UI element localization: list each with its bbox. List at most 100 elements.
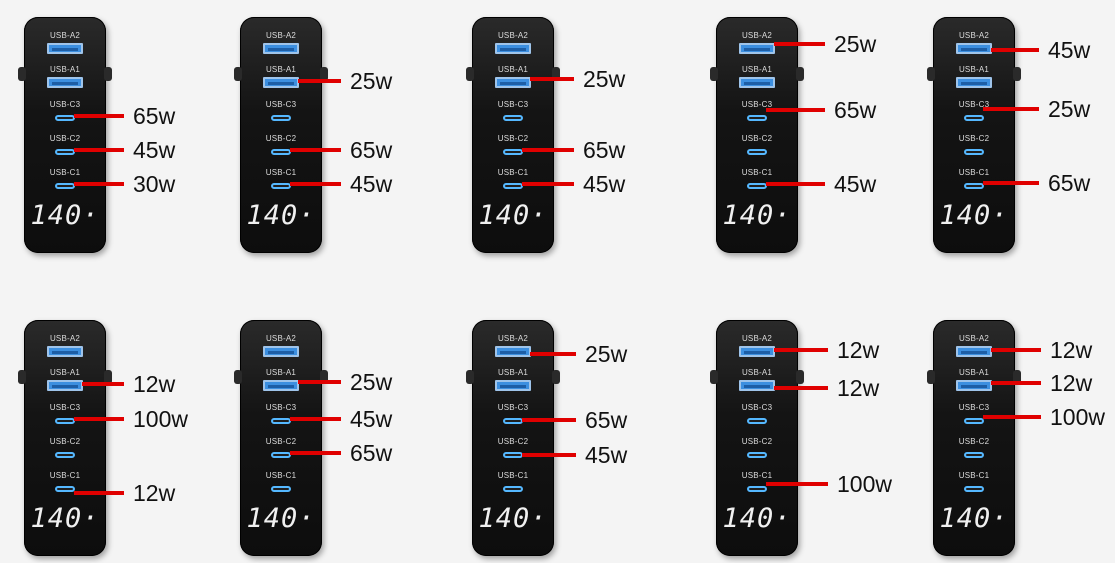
port-label: USB-C3 (958, 100, 990, 109)
wattage-display: 140· (939, 503, 1009, 534)
charger-side-tab (1013, 370, 1021, 384)
charger-side-tab (320, 370, 328, 384)
port-label: USB-C2 (265, 437, 297, 446)
wattage-label: 12w (1050, 337, 1093, 363)
usb-c-port (747, 183, 767, 189)
charger-side-tab (796, 67, 804, 81)
wattage-display: 140· (478, 200, 548, 231)
charger-side-tab (927, 370, 935, 384)
wattage-display: 140· (722, 200, 792, 231)
pointer-line (991, 381, 1041, 385)
wattage-label: 12w (133, 480, 176, 506)
pointer-line (290, 148, 341, 152)
charger-side-tab (552, 67, 560, 81)
port-label: USB-A1 (741, 368, 773, 377)
usb-c-port (55, 115, 75, 121)
port-label: USB-A2 (49, 31, 81, 40)
usb-c-port (503, 183, 523, 189)
usb-c-port (747, 452, 767, 458)
usb-a-port (263, 77, 299, 88)
usb-a-port (495, 43, 531, 54)
charger-side-tab (18, 67, 26, 81)
usb-c-port (747, 149, 767, 155)
port-label: USB-C3 (497, 403, 529, 412)
port-label: USB-C3 (49, 403, 81, 412)
port-label: USB-A2 (741, 334, 773, 343)
pointer-line (522, 418, 576, 422)
usb-c-port (271, 452, 291, 458)
wattage-display: 140· (939, 200, 1009, 231)
pointer-line (74, 182, 124, 186)
wattage-label: 65w (834, 97, 877, 123)
pointer-line (290, 182, 341, 186)
wattage-label: 100w (837, 471, 892, 497)
usb-a-port (263, 346, 299, 357)
wattage-label: 65w (133, 103, 176, 129)
port-label: USB-C2 (49, 437, 81, 446)
pointer-line (74, 417, 124, 421)
usb-a-port (47, 43, 83, 54)
port-label: USB-A1 (49, 368, 81, 377)
charger-side-tab (466, 370, 474, 384)
usb-c-port (503, 149, 523, 155)
port-label: USB-A1 (265, 65, 297, 74)
port-label: USB-C1 (741, 168, 773, 177)
wattage-label: 65w (1048, 170, 1091, 196)
usb-c-port (747, 115, 767, 121)
port-label: USB-C2 (49, 134, 81, 143)
wattage-label: 100w (133, 406, 188, 432)
usb-a-port (739, 346, 775, 357)
port-label: USB-C3 (49, 100, 81, 109)
port-label: USB-A1 (497, 65, 529, 74)
port-label: USB-A2 (958, 334, 990, 343)
usb-a-port (47, 380, 83, 391)
wattage-label: 65w (583, 137, 626, 163)
pointer-line (530, 352, 576, 356)
wattage-label: 25w (1048, 96, 1091, 122)
port-label: USB-A1 (265, 368, 297, 377)
charger-side-tab (104, 67, 112, 81)
pointer-line (290, 451, 341, 455)
port-label: USB-A2 (497, 334, 529, 343)
usb-c-port (503, 115, 523, 121)
pointer-line (766, 108, 825, 112)
port-label: USB-A1 (497, 368, 529, 377)
pointer-line (991, 348, 1041, 352)
usb-c-port (747, 418, 767, 424)
wattage-label: 100w (1050, 404, 1105, 430)
wattage-display: 140· (246, 200, 316, 231)
charger-side-tab (466, 67, 474, 81)
charger-side-tab (234, 67, 242, 81)
port-label: USB-C1 (49, 471, 81, 480)
usb-c-port (964, 418, 984, 424)
usb-a-port (495, 346, 531, 357)
charger-side-tab (710, 370, 718, 384)
usb-c-port (55, 486, 75, 492)
charger-side-tab (320, 67, 328, 81)
port-label: USB-C1 (497, 168, 529, 177)
usb-c-port (271, 486, 291, 492)
port-label: USB-A2 (265, 31, 297, 40)
pointer-line (774, 386, 828, 390)
usb-c-port (964, 486, 984, 492)
port-label: USB-A2 (958, 31, 990, 40)
port-label: USB-C2 (497, 437, 529, 446)
port-label: USB-A1 (958, 368, 990, 377)
wattage-label: 25w (834, 31, 877, 57)
usb-c-port (271, 149, 291, 155)
port-label: USB-C1 (958, 168, 990, 177)
wattage-label: 45w (350, 406, 393, 432)
usb-a-port (263, 43, 299, 54)
port-label: USB-C1 (958, 471, 990, 480)
port-label: USB-A2 (741, 31, 773, 40)
port-label: USB-C3 (741, 100, 773, 109)
usb-a-port (263, 380, 299, 391)
wattage-label: 25w (350, 369, 393, 395)
pointer-line (766, 482, 828, 486)
charger-side-tab (927, 67, 935, 81)
pointer-line (766, 182, 825, 186)
wattage-label: 25w (583, 66, 626, 92)
